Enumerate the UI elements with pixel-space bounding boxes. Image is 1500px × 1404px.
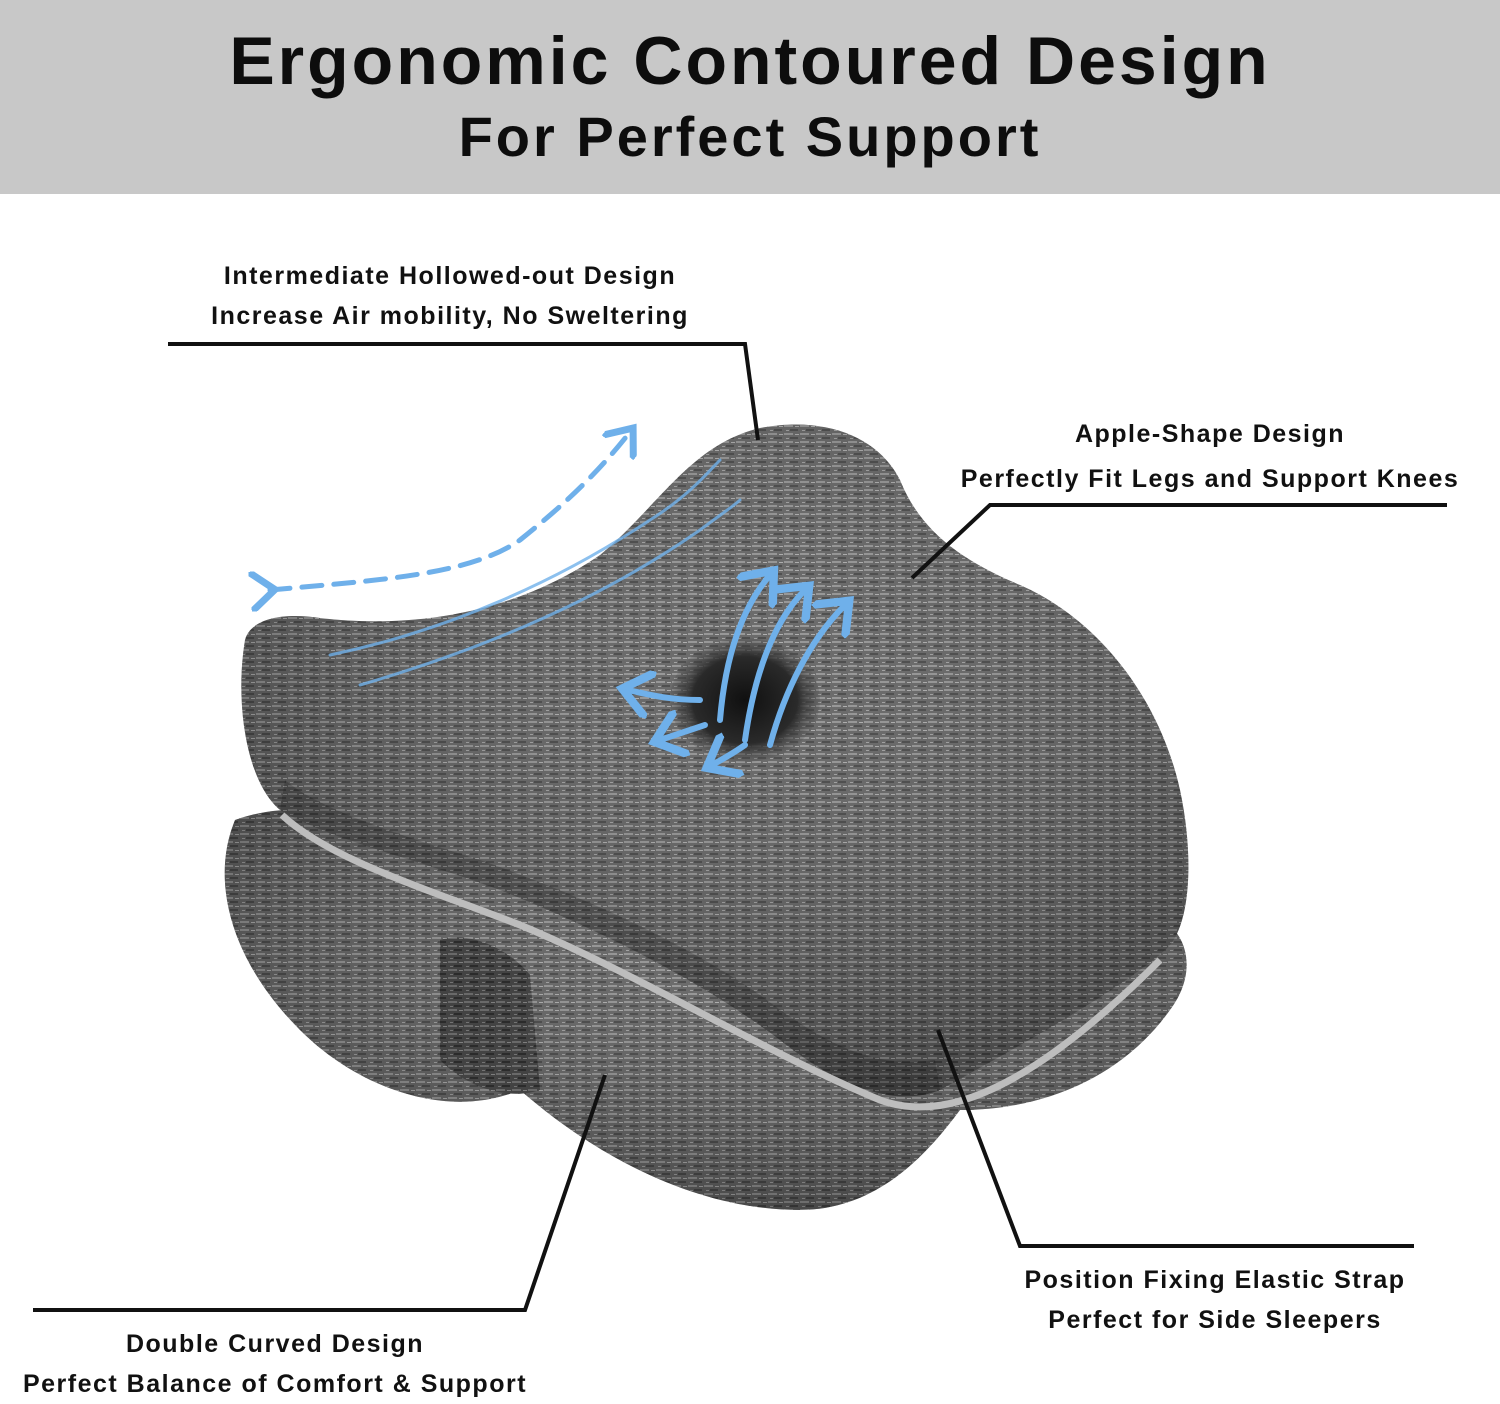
airflow-arrows — [270, 432, 845, 765]
callout-strap-subtitle: Perfect for Side Sleepers — [1048, 1306, 1382, 1334]
callout-hollow: Intermediate Hollowed-out Design Increas… — [160, 256, 740, 336]
zipper-seam — [279, 812, 1163, 1111]
callout-curved-subtitle: Perfect Balance of Comfort & Support — [22, 1370, 528, 1398]
leader-hollow — [168, 342, 760, 441]
callout-leader-lines — [33, 342, 1447, 1312]
callout-curved: Double Curved Design Perfect Balance of … — [5, 1324, 545, 1404]
headline-line2: For Perfect Support — [458, 105, 1042, 168]
leader-strap — [936, 1029, 1414, 1248]
callout-strap-title: Position Fixing Elastic Strap — [1024, 1266, 1406, 1294]
callout-apple-title: Apple-Shape Design — [1074, 420, 1346, 448]
callout-hollow-subtitle: Increase Air mobility, No Sweltering — [211, 302, 689, 330]
callout-apple: Apple-Shape Design Perfectly Fit Legs an… — [940, 412, 1480, 502]
callout-strap: Position Fixing Elastic Strap Perfect fo… — [1000, 1260, 1430, 1340]
callout-hollow-title: Intermediate Hollowed-out Design — [223, 262, 677, 290]
callout-apple-subtitle: Perfectly Fit Legs and Support Knees — [960, 465, 1460, 493]
leader-curved — [33, 1074, 607, 1312]
hollow-opening — [670, 638, 820, 762]
header-banner: Ergonomic Contoured Design For Perfect S… — [0, 0, 1500, 194]
headline-line1: Ergonomic Contoured Design — [229, 23, 1271, 99]
pillow-lower-layer — [224, 809, 1187, 1210]
callout-curved-title: Double Curved Design — [125, 1330, 425, 1358]
leader-apple — [910, 503, 1447, 580]
elastic-strap — [440, 937, 540, 1094]
